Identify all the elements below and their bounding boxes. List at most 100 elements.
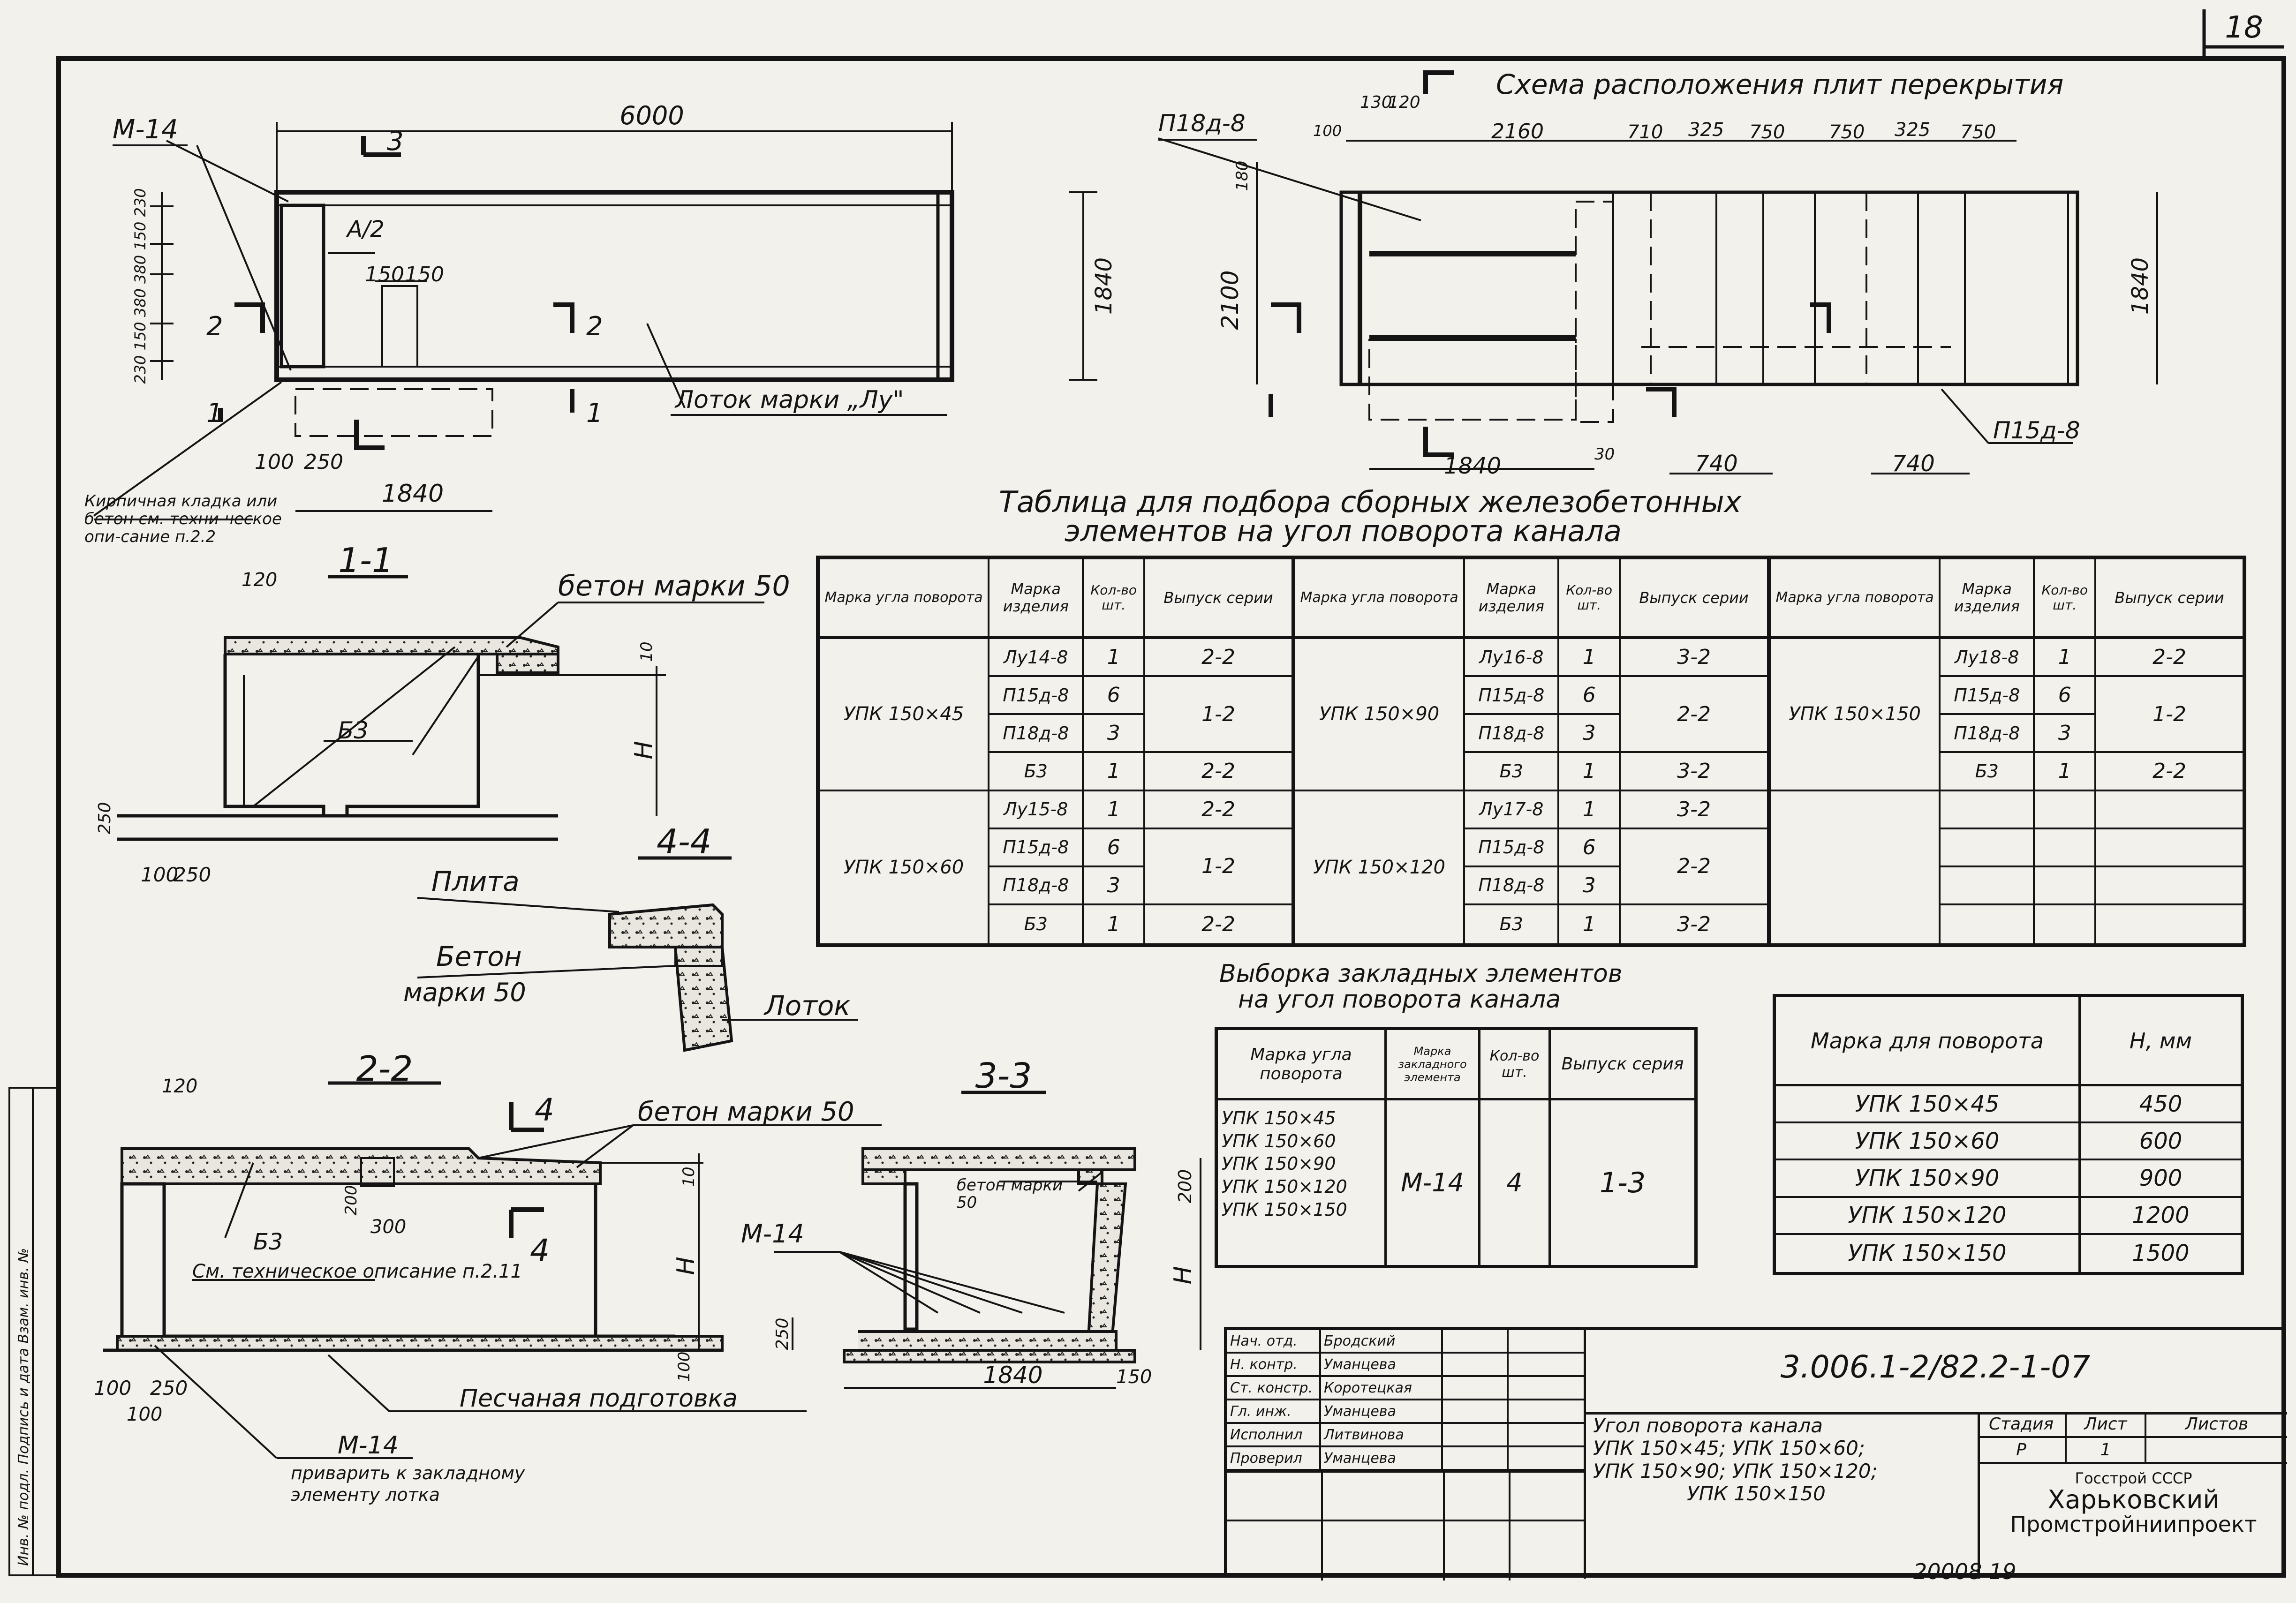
main-table-header: Кол-во шт.	[1559, 559, 1621, 639]
plan-dim-250: 250	[304, 450, 343, 474]
staff-role: Н. контр.	[1227, 1354, 1321, 1375]
section-3-3-title: 3-3	[975, 1056, 1032, 1096]
section-3-3-dim-h: Н	[1169, 1266, 1197, 1284]
main-table-cell	[2096, 867, 2243, 905]
main-table-cell: 1	[1559, 753, 1621, 791]
section-2-2-dim-10: 10	[680, 1167, 698, 1187]
scheme-title: Схема расположения плит перекрытия	[1496, 68, 2063, 100]
embedded-header-series: Выпуск серия	[1551, 1030, 1694, 1100]
main-table-cell: 3	[2035, 715, 2097, 753]
staff-signature	[1443, 1354, 1509, 1375]
staff-role: Нач. отд.	[1227, 1330, 1321, 1352]
main-table-cell: 2-2	[1145, 753, 1292, 791]
stage-label: Стадия	[1978, 1412, 2067, 1438]
main-table-cell: П18д-8	[1941, 715, 2035, 753]
section-4-4: 4-4 Плита Бетон марки 50 Лоток	[403, 822, 858, 1052]
section-3-3-dim-150: 150	[1116, 1366, 1152, 1388]
embedded-header-element: Марка закладного элемента	[1387, 1030, 1480, 1100]
height-row-value: 450	[2081, 1086, 2241, 1124]
section-1-1-concrete: бетон марки 50	[558, 570, 790, 602]
main-table-cell	[2096, 905, 2243, 943]
main-table-mark: УПК 150×60	[820, 791, 990, 943]
section-2-2-dim-h: Н	[672, 1257, 700, 1275]
section-2-2-title: 2-2	[356, 1049, 413, 1089]
embedded-table-title-line1: Выборка закладных элементов	[1219, 960, 1623, 988]
plan-half-a: А/2	[346, 216, 385, 242]
description-line-4: УПК 150×150	[1687, 1482, 1826, 1505]
main-table-cell: П18д-8	[1465, 715, 1560, 753]
staff-row: Гл. инж.Уманцева	[1227, 1400, 1584, 1424]
section-2-2-sand: Песчаная подготовка	[460, 1385, 738, 1413]
scheme-label-p15: П15д-8	[1993, 417, 2080, 444]
section-2-2-dim-200: 200	[342, 1185, 361, 1216]
embedded-qty: 4	[1480, 1100, 1551, 1265]
plan-width-dim: 1840	[1091, 257, 1117, 315]
scheme-dim-2100: 2100	[1216, 270, 1244, 330]
main-table-cell: П15д-8	[1465, 677, 1560, 715]
scheme-dim-740a: 740	[1695, 451, 1738, 477]
main-table-cell	[2096, 791, 2243, 829]
section-4-4-concrete: Бетон	[436, 941, 522, 972]
scheme-dim-100: 100	[1313, 122, 1342, 140]
embedded-mark-item: УПК 150×45	[1222, 1108, 1336, 1129]
height-row-value: 900	[2081, 1160, 2241, 1198]
main-table-header: Выпуск серии	[1145, 559, 1292, 639]
scheme-dim-710: 710	[1627, 121, 1663, 143]
section-3-3-m14: М-14	[741, 1219, 804, 1249]
main-table-cell: 1	[1084, 791, 1146, 829]
staff-name: Бродский	[1321, 1330, 1443, 1352]
sheets-value	[2146, 1438, 2287, 1464]
section-3-3-dim-1840: 1840	[983, 1362, 1042, 1389]
organization: Госстрой СССР Харьковский Промстройниипр…	[1980, 1469, 2287, 1535]
plan-cut-2-right: 2	[586, 311, 603, 342]
height-row-mark: УПК 150×60	[1776, 1123, 2081, 1161]
weld-note-group: М-14	[154, 1345, 413, 1460]
sheets-label: Листов	[2146, 1412, 2287, 1438]
main-table-cell: Б3	[1465, 905, 1560, 943]
main-table-cell: 3	[1084, 715, 1146, 753]
main-table-cell: П15д-8	[989, 829, 1084, 867]
section-1-1-dim-10: 10	[637, 641, 656, 662]
main-table-cell: 2-2	[1201, 912, 1235, 936]
section-3-3-dim-250: 250	[773, 1318, 792, 1350]
main-table-cell: Лу14-8	[989, 639, 1084, 677]
main-table-cell: Б3	[1465, 753, 1560, 791]
main-table-cell	[1941, 829, 2035, 867]
height-row-mark: УПК 150×120	[1776, 1197, 2081, 1235]
main-table-cell: Лу18-8	[1941, 639, 2035, 677]
section-2-2-concrete: бетон марки 50	[638, 1097, 854, 1127]
main-table-cell: 1	[1084, 905, 1146, 943]
section-2-2: 2-2 4 4 бетон марки 50 120 200 300 10 Н …	[94, 1049, 882, 1425]
main-table-mark: УПК 150×45	[820, 639, 990, 791]
main-table-header: Выпуск серии	[1621, 559, 1767, 639]
staff-name: Литвинова	[1321, 1424, 1443, 1445]
main-table-cell	[2035, 829, 2097, 867]
main-table-cell: 3	[1559, 867, 1621, 905]
main-table-cell	[2035, 791, 2097, 829]
main-table-cell	[1941, 791, 2035, 829]
scheme-dim-130: 130	[1360, 93, 1392, 112]
main-table-header: Кол-во шт.	[2035, 559, 2097, 639]
scheme-dim-750a: 750	[1749, 121, 1785, 143]
main-table-cell: 2-2	[2096, 753, 2243, 791]
main-table-cell	[2035, 905, 2097, 943]
description-line-2: УПК 150×45; УПК 150×60;	[1593, 1437, 1865, 1460]
staff-role: Проверил	[1227, 1447, 1321, 1469]
scheme-dim-1840-bottom: 1840	[1444, 453, 1501, 479]
main-table-cell: Б3	[1941, 753, 2035, 791]
plan-view: 6000 1840 230 150 380 380 150 230 А/2 15…	[93, 101, 1117, 520]
main-table-cell: 3-2	[1621, 791, 1767, 829]
section-4-4-tray: Лоток	[763, 990, 850, 1022]
main-table-cell	[1941, 867, 2035, 905]
staff-role: Исполнил	[1227, 1424, 1321, 1445]
section-2-2-dim-100b: 100	[127, 1404, 162, 1425]
section-2-2-dim-300: 300	[370, 1216, 406, 1238]
section-1-1: 1-1 бетон марки 50 Б3 120 10 Н 250 100 2…	[95, 541, 790, 886]
section-1-1-dim-h: Н	[630, 741, 658, 759]
staff-role: Ст. констр.	[1227, 1377, 1321, 1399]
org-line-1: Госстрой СССР	[2075, 1469, 2192, 1487]
stage-grid: Стадия Лист Листов Р 1	[1978, 1412, 2287, 1464]
embedded-mark-item: УПК 150×90	[1222, 1153, 1336, 1174]
